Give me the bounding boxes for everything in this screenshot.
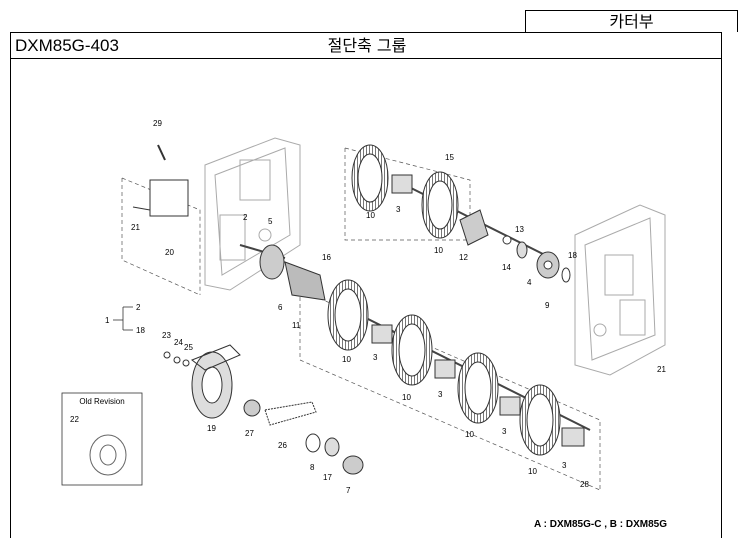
washer	[173, 356, 181, 364]
callout: 6	[278, 303, 283, 312]
callout: 3	[396, 205, 401, 214]
callout: 2	[243, 213, 248, 222]
drawing-area: A : DXM85G-C , B : DXM85G	[10, 58, 722, 538]
category-box: 카터부	[525, 10, 738, 32]
model-footnote: A : DXM85G-C , B : DXM85G	[534, 519, 667, 530]
callout: 19	[207, 424, 216, 433]
callout: 2	[136, 303, 141, 312]
gear-hub	[259, 244, 285, 280]
callout: 12	[459, 253, 468, 262]
callout: 24	[174, 338, 183, 347]
snap-ring	[561, 267, 571, 283]
callout: 21	[657, 365, 666, 374]
callout: 3	[373, 353, 378, 362]
callout: 22	[70, 415, 79, 424]
callout: 3	[438, 390, 443, 399]
washer	[502, 235, 512, 245]
pulley-group	[163, 344, 364, 475]
callout: 20	[165, 248, 174, 257]
hub-assembly	[132, 144, 326, 301]
callout: 15	[445, 153, 454, 162]
bolt	[157, 144, 166, 161]
spacer-sleeve	[391, 174, 413, 194]
callout: 3	[502, 427, 507, 436]
old-pulley	[89, 434, 127, 476]
callout: 3	[562, 461, 567, 470]
callout: 28	[580, 480, 589, 489]
bolt	[163, 351, 171, 359]
cover-plate	[149, 179, 189, 217]
old-revision-inset: Old Revision	[61, 392, 143, 486]
callout: 14	[502, 263, 511, 272]
callout: 29	[153, 119, 162, 128]
callout: 4	[527, 278, 532, 287]
callout: 10	[528, 467, 537, 476]
spacer-sleeve	[561, 427, 585, 447]
page-title: 절단축 그룹	[327, 36, 407, 55]
callout: 9	[545, 301, 550, 310]
shaft-hub	[459, 209, 489, 246]
callout: 17	[323, 473, 332, 482]
callout: 10	[465, 430, 474, 439]
bushing	[324, 437, 340, 457]
chain	[264, 401, 317, 426]
spacer-sleeve	[371, 324, 393, 344]
left-frame	[204, 137, 301, 291]
callout: 10	[402, 393, 411, 402]
callout: 7	[346, 486, 351, 495]
callout: 16	[322, 253, 331, 262]
callout: 13	[515, 225, 524, 234]
callout: 26	[278, 441, 287, 450]
back-shaft	[351, 144, 571, 283]
callout: 18	[136, 326, 145, 335]
motor-housing	[284, 261, 326, 301]
callout: 21	[131, 223, 140, 232]
callout: 27	[245, 429, 254, 438]
callout: 10	[434, 246, 443, 255]
callout: 8	[310, 463, 315, 472]
front-shaft	[327, 279, 591, 456]
callout: 23	[162, 331, 171, 340]
old-revision-label: Old Revision	[79, 397, 124, 406]
reference-bracket	[113, 306, 133, 331]
callout: 5	[268, 217, 273, 226]
callout: 11	[292, 321, 301, 330]
callout: 1	[105, 316, 110, 325]
category-label: 카터부	[609, 12, 654, 31]
drawing-frame: DXM85G-403 절단축 그룹 A : DXM85G-C , B : DXM…	[10, 0, 722, 538]
callout: 18	[568, 251, 577, 260]
header-row: DXM85G-403 절단축 그룹	[10, 32, 722, 59]
model-code: DXM85G-403	[15, 36, 119, 55]
nut	[182, 359, 190, 367]
right-frame	[574, 204, 666, 376]
callout-labels: 29 21 20 2 5 6 16 11 15 10 3 10 12 13 14…	[70, 119, 666, 495]
callout: 25	[184, 343, 193, 352]
sprocket	[243, 399, 261, 417]
bearing	[516, 241, 528, 259]
collar	[342, 455, 364, 475]
callout: 10	[342, 355, 351, 364]
spacer-sleeve	[434, 359, 456, 379]
callout: 10	[366, 211, 375, 220]
spacer-sleeve	[499, 396, 521, 416]
snap-ring	[305, 433, 321, 453]
